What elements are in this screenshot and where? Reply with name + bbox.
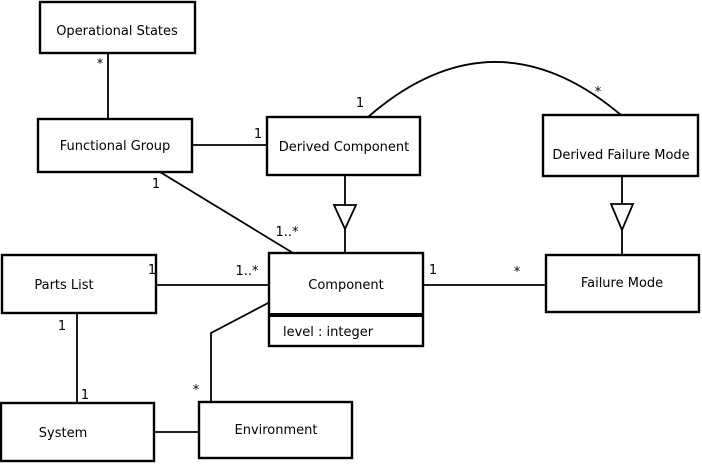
class-label-derived-failure-mode: Derived Failure Mode — [552, 148, 689, 163]
multiplicity-pl-sys-parts-list-end: 1 — [58, 319, 66, 334]
class-label-system: System — [39, 426, 87, 441]
multiplicity-pl-sys-system-end: 1 — [81, 388, 89, 403]
class-label-operational-states: Operational States — [56, 24, 178, 39]
class-box-derived-failure-mode — [541, 113, 700, 178]
class-box-environment — [197, 400, 354, 460]
multiplicity-env-comp-environment-end: * — [193, 383, 200, 398]
hollow-triangle-arrowhead — [609, 203, 635, 233]
class-label-derived-component: Derived Component — [279, 140, 410, 155]
class-label-functional-group: Functional Group — [60, 139, 171, 154]
multiplicity-fg-dc-derived-component-end: 1 — [254, 127, 262, 142]
class-label-environment: Environment — [234, 423, 317, 438]
multiplicity-dc-dfm-derived-component-end: 1 — [356, 96, 364, 111]
association-functional-group-component-line — [159, 171, 294, 254]
multiplicity-os-fg-operational-states-end: * — [97, 57, 104, 72]
multiplicity-comp-fm-component-end: 1 — [429, 263, 437, 278]
class-box-functional-group — [36, 117, 194, 174]
generalization-derived-component-component — [332, 175, 358, 254]
generalization-derived-failure-mode-failure-mode — [609, 176, 635, 256]
multiplicity-fg-comp-functional-group-end: 1 — [152, 177, 160, 192]
association-derived-component-derived-failure-mode-arc — [367, 61, 622, 118]
multiplicity-dc-dfm-derived-failure-mode-end: * — [595, 85, 602, 100]
association-environment-component-line — [210, 301, 271, 402]
component-compartment-separator — [269, 313, 423, 317]
component-attribute-level: level : integer — [283, 325, 374, 340]
class-box-system — [0, 401, 156, 463]
class-box-parts-list — [0, 253, 158, 315]
hollow-triangle-arrowhead — [332, 204, 358, 232]
class-box-operational-states — [38, 0, 197, 55]
class-box-failure-mode — [544, 253, 701, 314]
multiplicity-comp-fm-failure-mode-end: * — [514, 265, 521, 280]
class-label-failure-mode: Failure Mode — [581, 276, 663, 291]
multiplicity-pl-comp-parts-list-end: 1 — [148, 263, 156, 278]
class-box-component — [267, 251, 425, 348]
class-box-derived-component — [265, 115, 422, 177]
multiplicity-pl-comp-component-end: 1..* — [235, 264, 259, 279]
class-label-parts-list: Parts List — [34, 278, 93, 293]
multiplicity-fg-comp-component-end: 1..* — [275, 225, 299, 240]
class-label-component: Component — [308, 278, 383, 293]
